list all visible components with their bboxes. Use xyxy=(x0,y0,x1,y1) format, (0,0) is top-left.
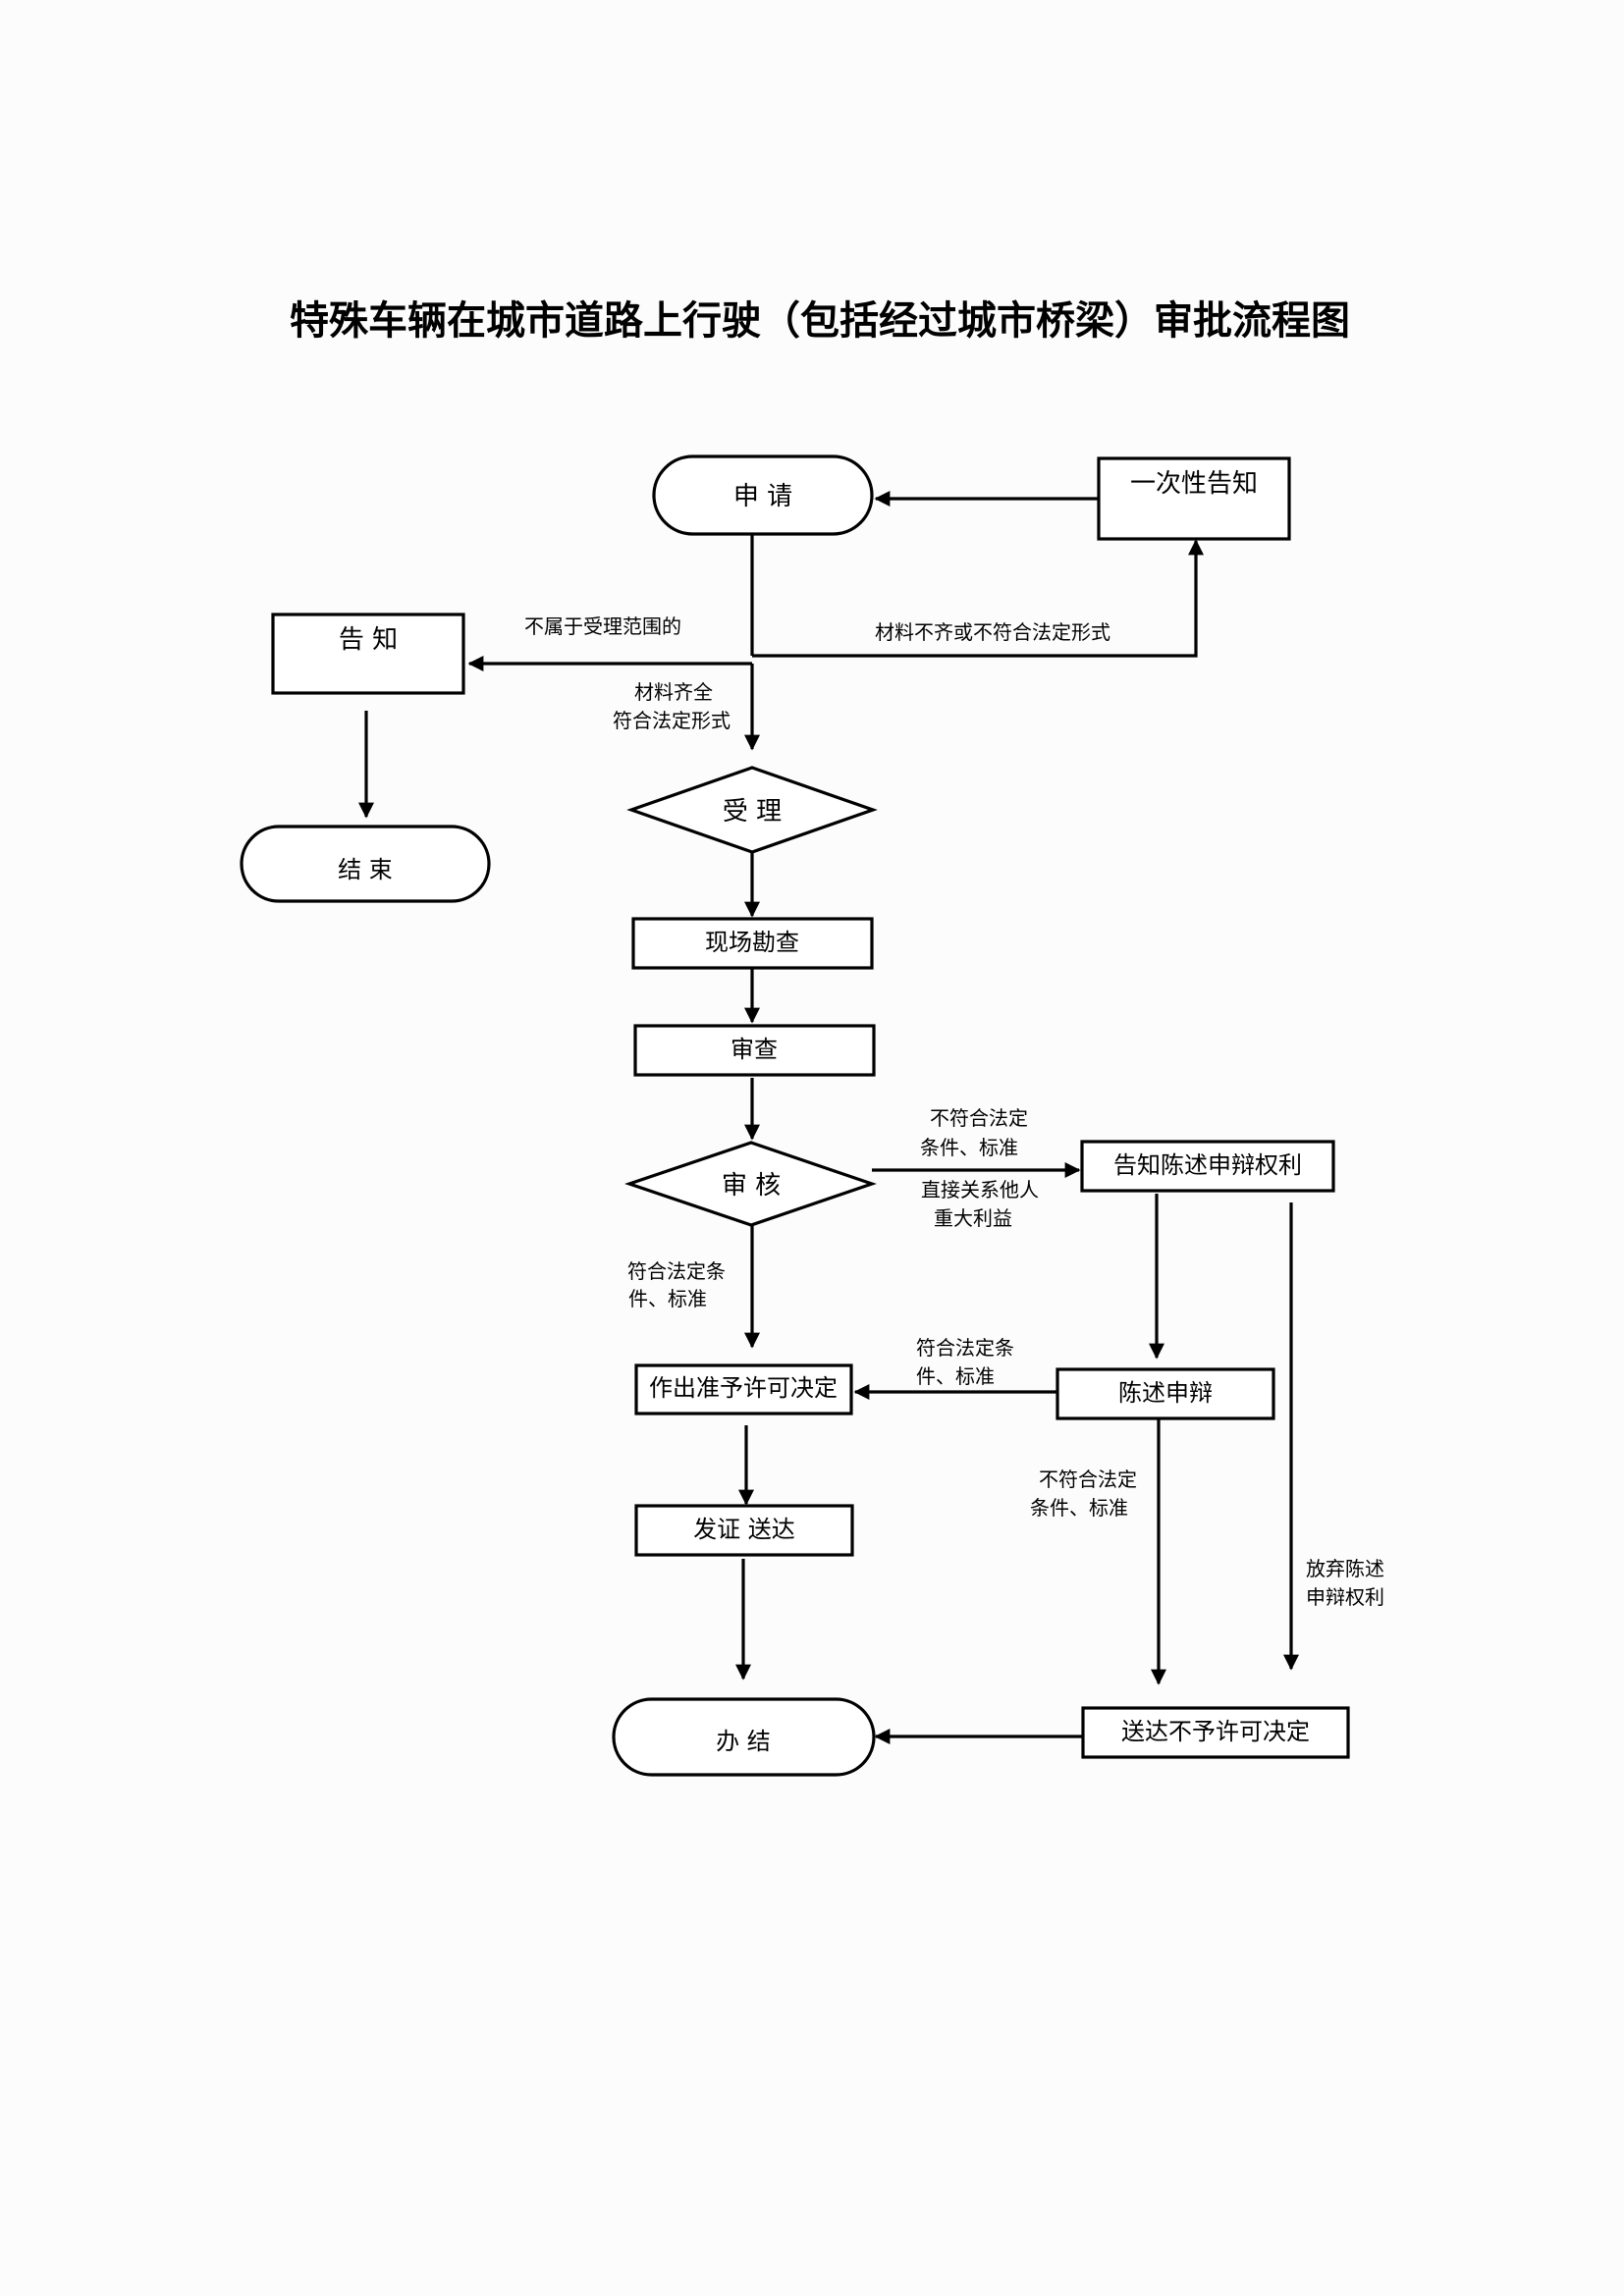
label-third-party-2: 重大利益 xyxy=(934,1206,1012,1230)
page-title: 特殊车辆在城市道路上行驶（包括经过城市桥梁）审批流程图 xyxy=(290,297,1350,344)
node-apply-label: 申 请 xyxy=(733,482,792,511)
node-issue-deliver: 发证 送达 xyxy=(634,1504,854,1557)
label-third-party-1: 直接关系他人 xyxy=(921,1178,1039,1201)
node-notify-rights: 告知陈述申辩权利 xyxy=(1080,1140,1335,1193)
arrow-to-one-time-notice xyxy=(752,539,1204,658)
connectors xyxy=(358,491,1299,1744)
label-incomplete: 材料不齐或不符合法定形式 xyxy=(875,620,1110,644)
label-noncompliant-1: 不符合法定 xyxy=(930,1106,1028,1130)
label-compliant-left-1: 符合法定条 xyxy=(627,1259,726,1283)
label-not-in-scope: 不属于受理范围的 xyxy=(524,614,681,638)
node-end: 结 束 xyxy=(240,825,491,903)
node-review: 审 核 xyxy=(624,1141,877,1227)
node-one-time-notice-label: 一次性告知 xyxy=(1130,469,1258,499)
node-examine-label: 审查 xyxy=(731,1036,778,1063)
node-notify: 告 知 xyxy=(271,613,465,695)
node-review-label: 审 核 xyxy=(722,1171,781,1201)
node-site-survey: 现场勘查 xyxy=(631,917,874,970)
node-accept: 受 理 xyxy=(626,766,878,854)
node-deny-deliver-label: 送达不予许可决定 xyxy=(1121,1718,1310,1745)
label-compliant-mid-1: 符合法定条 xyxy=(916,1336,1014,1360)
node-notify-rights-label: 告知陈述申辩权利 xyxy=(1113,1151,1302,1179)
edge-labels: 不属于受理范围的 材料不齐或不符合法定形式 材料齐全 符合法定形式 不符合法定 … xyxy=(524,614,1384,1609)
node-examine: 审查 xyxy=(633,1024,876,1077)
node-notify-label: 告 知 xyxy=(339,625,398,655)
node-apply: 申 请 xyxy=(652,454,874,536)
node-site-survey-label: 现场勘查 xyxy=(705,929,799,956)
node-deny-deliver: 送达不予许可决定 xyxy=(1081,1706,1350,1759)
node-issue-deliver-label: 发证 送达 xyxy=(693,1516,795,1543)
label-complete-materials-1: 材料齐全 xyxy=(634,680,713,704)
node-accept-label: 受 理 xyxy=(723,797,782,827)
label-compliant-mid-2: 件、标准 xyxy=(916,1364,995,1388)
node-complete: 办 结 xyxy=(612,1697,876,1777)
node-one-time-notice: 一次性告知 xyxy=(1097,456,1291,541)
node-grant-decision: 作出准予许可决定 xyxy=(634,1363,853,1415)
label-noncompliant-b-2: 条件、标准 xyxy=(1030,1496,1128,1520)
node-grant-decision-label: 作出准予许可决定 xyxy=(649,1374,838,1402)
label-complete-materials-2: 符合法定形式 xyxy=(613,709,731,732)
node-statement-label: 陈述申辩 xyxy=(1118,1379,1213,1407)
label-noncompliant-2: 条件、标准 xyxy=(920,1136,1018,1159)
label-waive-1: 放弃陈述 xyxy=(1306,1557,1384,1580)
node-statement: 陈述申辩 xyxy=(1056,1367,1275,1420)
node-end-label: 结 束 xyxy=(338,856,393,883)
label-waive-2: 申辩权利 xyxy=(1306,1585,1384,1609)
label-noncompliant-b-1: 不符合法定 xyxy=(1039,1468,1137,1491)
label-compliant-left-2: 件、标准 xyxy=(628,1287,707,1310)
node-complete-label: 办 结 xyxy=(716,1728,771,1755)
